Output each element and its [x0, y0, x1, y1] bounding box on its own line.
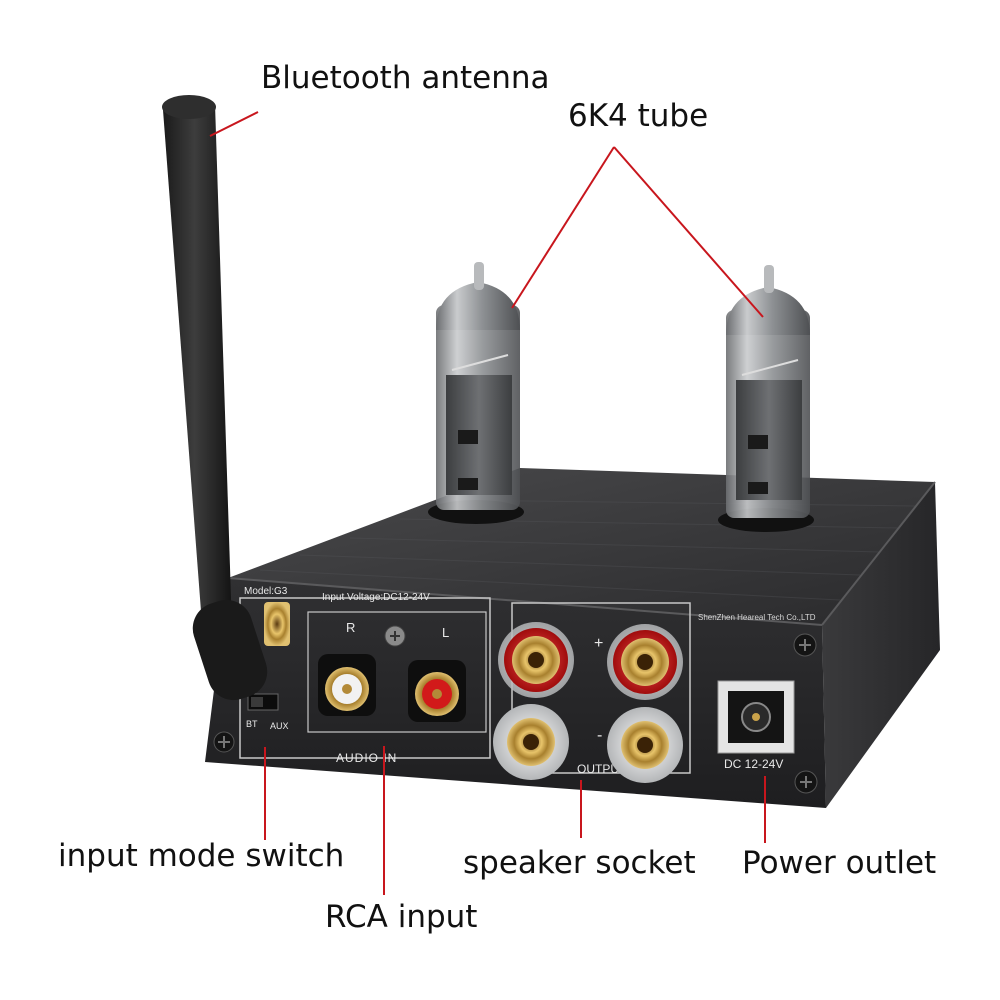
maker-label: ShenZhen Heareal Tech Co.,LTD [698, 613, 816, 622]
screw [213, 731, 235, 753]
callout-speaker-socket: speaker socket [463, 845, 696, 881]
callout-power-outlet: Power outlet [742, 845, 937, 881]
input-mode-switch[interactable] [247, 693, 279, 711]
channel-l-label: L [442, 625, 449, 640]
chassis-edge [227, 577, 823, 626]
bluetooth-antenna [162, 95, 290, 701]
dc-power-jack[interactable] [717, 680, 795, 754]
speaker-post-neg-left[interactable] [493, 704, 569, 780]
leader-lines [209, 111, 766, 895]
callout-rca-input: RCA input [325, 899, 478, 935]
ground-screw [384, 625, 406, 647]
rca-group-outline [307, 611, 487, 733]
screw [794, 770, 818, 794]
plus-mark: + [594, 635, 603, 652]
tube-left [428, 262, 524, 524]
switch-aux-label: AUX [270, 721, 289, 731]
channel-r-label: R [346, 620, 355, 635]
screw [793, 633, 817, 657]
dc-label: DC 12-24V [724, 757, 783, 771]
model-label: Model:G3 [244, 586, 288, 597]
audio-in-label: AUDIO IN [336, 751, 397, 765]
callout-tube: 6K4 tube [568, 98, 709, 134]
rca-jack-right-white[interactable] [318, 654, 376, 716]
leader-tube-right [613, 146, 764, 318]
speaker-post-neg-right[interactable] [607, 707, 683, 783]
minus-mark: - [597, 727, 602, 744]
speaker-post-pos-left[interactable] [498, 622, 574, 698]
voltage-label: Input Voltage:DC12-24V [322, 592, 430, 603]
chassis-edge [821, 481, 936, 626]
chassis-side [822, 482, 940, 808]
rca-jack-left-red[interactable] [408, 660, 466, 722]
leader-bluetooth-antenna [209, 111, 259, 137]
callout-bluetooth-antenna: Bluetooth antenna [261, 60, 550, 96]
switch-bt-label: BT [246, 719, 258, 729]
speaker-post-pos-right[interactable] [607, 624, 683, 700]
leader-tube-left [511, 146, 615, 309]
callout-input-mode-switch: input mode switch [58, 838, 345, 874]
tube-right [718, 265, 814, 532]
